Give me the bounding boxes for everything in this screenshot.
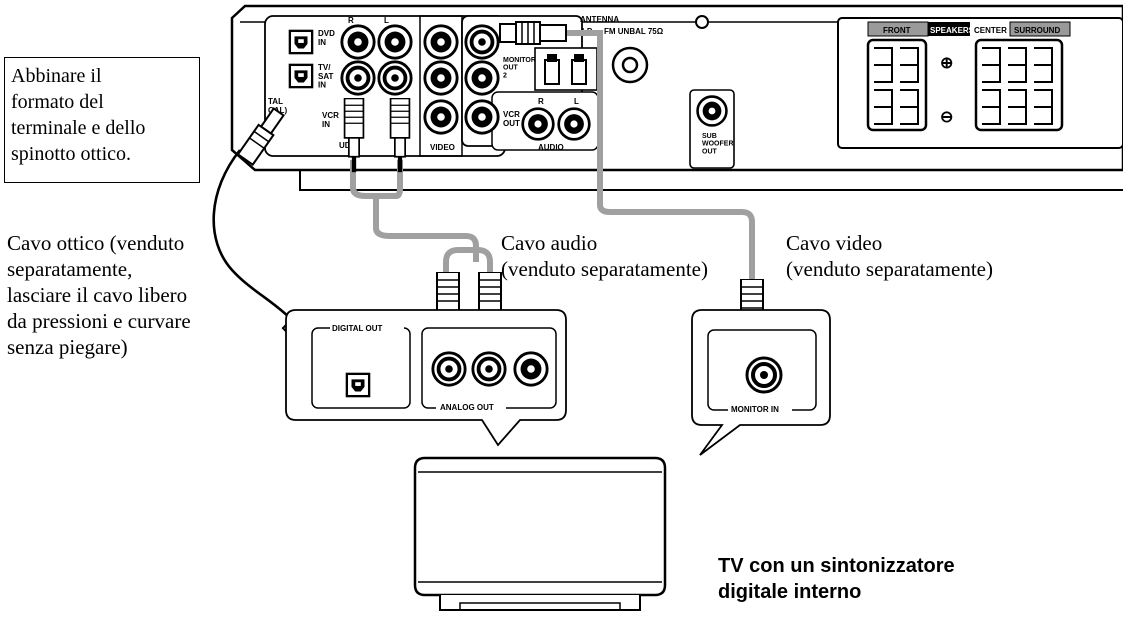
video-cable (499, 21, 764, 366)
video-cable-label: Cavo video (venduto separatamente) (786, 231, 993, 281)
fm-unbal-label: FM UNBAL 75Ω (604, 27, 664, 36)
jack-icon (423, 60, 459, 96)
surround-label: SURROUND (1014, 26, 1060, 35)
audio-label: AUDIO (538, 143, 564, 152)
jack-icon (423, 99, 459, 135)
match-format-text: Abbinare il formato del terminale e dell… (11, 65, 146, 165)
minus-icon: ⊖ (940, 109, 953, 126)
l-label: L (384, 16, 389, 25)
optical-port-icon (288, 29, 314, 55)
jack-icon (696, 95, 728, 127)
tv-analog-callout: DIGITAL OUT ANALOG OUT (285, 309, 567, 447)
front-label: FRONT (883, 26, 911, 35)
optical-cable-label: Cavo ottico (venduto separatamente, lasc… (7, 231, 191, 359)
antenna-label: ANTENNA (580, 15, 619, 24)
jack-icon (339, 59, 377, 97)
jack-icon (430, 350, 468, 388)
r-label: R (348, 16, 354, 25)
jack-icon (463, 23, 501, 61)
jack-icon (377, 24, 413, 60)
optical-port-icon (345, 372, 371, 398)
audio-cable (343, 98, 502, 359)
jack-icon (423, 24, 459, 60)
vcr-out-r-label: R (538, 97, 544, 106)
audio-cut-label: UDI (339, 141, 353, 150)
audio-cable-label: Cavo audio (venduto separatamente) (501, 231, 708, 281)
jack-icon (557, 107, 591, 141)
monitor-in-label: MONITOR IN (731, 405, 779, 414)
speakers-label: SPEAKERS (930, 26, 975, 35)
jack-icon (340, 24, 376, 60)
video-label: VIDEO (430, 143, 455, 152)
center-label: CENTER (974, 26, 1007, 35)
digital-out-label: DIGITAL OUT (332, 324, 382, 333)
jack-icon (464, 60, 500, 96)
plus-icon: ⊕ (940, 55, 953, 72)
jack-icon (513, 351, 549, 387)
optical-port-icon (288, 63, 314, 89)
jack-icon (521, 107, 555, 141)
jack-icon (745, 356, 783, 394)
tv-caption: TV con un sintonizzatore digitale intern… (718, 555, 955, 603)
jack-icon (376, 59, 414, 97)
match-format-note: Abbinare il formato del terminale e dell… (4, 57, 200, 183)
jack-icon (470, 350, 508, 388)
tv-monitor-callout: MONITOR IN (691, 309, 831, 456)
vcr-out-l-label: L (574, 97, 579, 106)
tv-set (413, 456, 667, 611)
analog-out-label: ANALOG OUT (440, 403, 494, 412)
jack-icon (464, 99, 500, 135)
